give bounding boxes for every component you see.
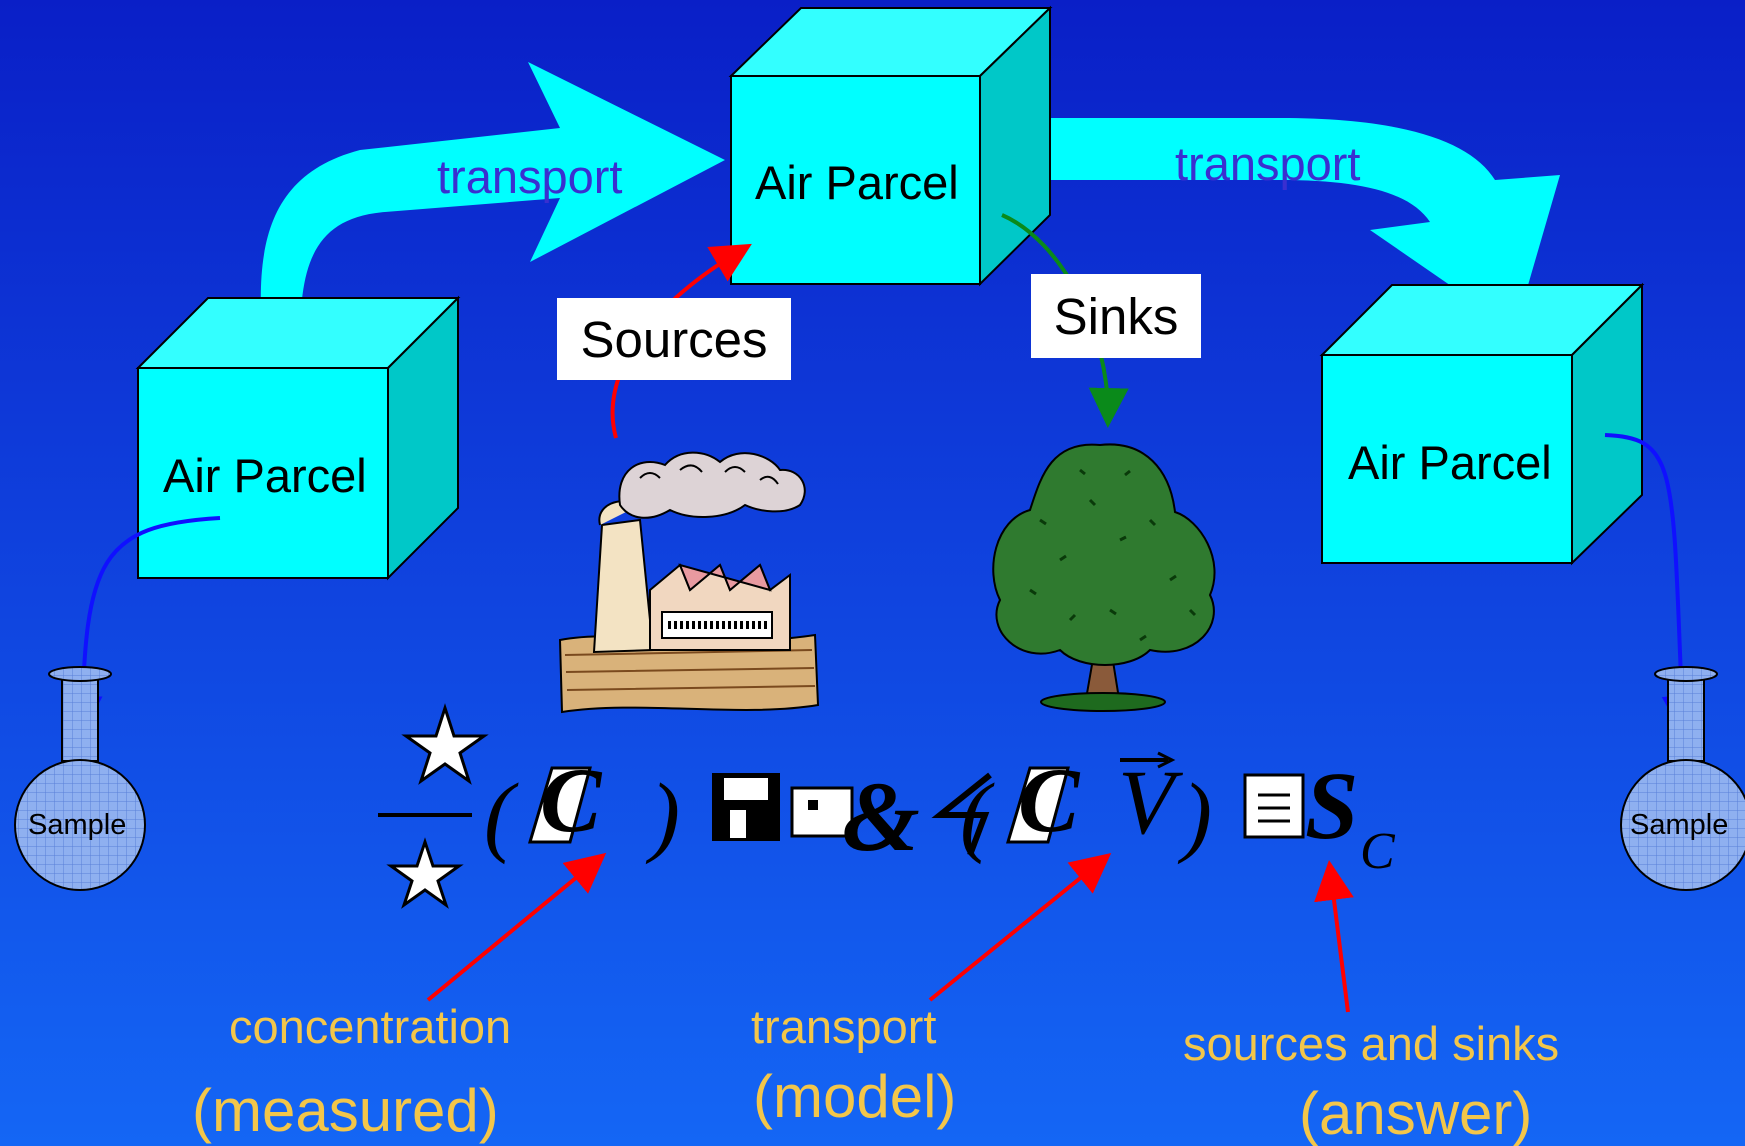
transport-model-arrow xyxy=(928,852,1112,1002)
star-icon xyxy=(386,837,464,909)
transport-label-left: transport xyxy=(437,150,623,203)
close-paren-2: ) xyxy=(1177,766,1212,865)
sample-line-right xyxy=(1604,433,1702,736)
transport-arrow-right xyxy=(1030,118,1560,330)
sample-label-right: Sample xyxy=(1630,809,1729,841)
air-parcel-left-label: Air Parcel xyxy=(163,449,367,502)
equation-source-symbol: S xyxy=(1305,752,1359,859)
air-parcel-center-label: Air Parcel xyxy=(755,156,959,209)
tree-icon xyxy=(992,443,1216,712)
equation-vector: V xyxy=(1118,751,1175,853)
annotation-model: (model) xyxy=(753,1063,957,1130)
floppy-icon xyxy=(712,773,780,841)
equals-icon xyxy=(1243,773,1305,839)
mailbox-icon xyxy=(790,786,854,838)
equation: ( ) & ( ) xyxy=(378,703,1305,909)
transport-label-right: transport xyxy=(1175,137,1361,190)
nabla-symbol: & xyxy=(842,761,920,872)
answer-arrow xyxy=(1314,860,1354,1013)
rho-box-2 xyxy=(1005,766,1070,844)
annotation-transport: transport xyxy=(751,1000,937,1053)
sample-label-left: Sample xyxy=(28,809,127,841)
sinks-box: Sinks xyxy=(1031,274,1201,358)
star-icon xyxy=(401,703,489,785)
flask-icon xyxy=(14,666,146,891)
air-parcel-center xyxy=(728,5,1053,287)
equation-var-lhs: C xyxy=(540,749,602,851)
annotation-measured: (measured) xyxy=(192,1077,499,1144)
close-paren-1: ) xyxy=(645,766,680,865)
flask-icon xyxy=(1620,666,1745,891)
open-paren-2: ( xyxy=(960,766,995,865)
rho-box-1 xyxy=(527,766,592,844)
open-paren-1: ( xyxy=(484,766,519,865)
concentration-arrow xyxy=(426,852,607,1002)
annotation-sources-sinks: sources and sinks xyxy=(1183,1017,1560,1070)
annotation-answer: (answer) xyxy=(1299,1080,1533,1146)
air-parcel-right-label: Air Parcel xyxy=(1348,436,1552,489)
annotation-concentration: concentration xyxy=(229,1000,512,1053)
dot-symbol xyxy=(931,772,992,857)
equation-var-rhs: C xyxy=(1018,749,1080,851)
transport-arrow-left xyxy=(260,62,725,345)
air-parcel-right xyxy=(1319,282,1645,566)
factory-icon xyxy=(558,451,820,714)
equation-source-subscript: C xyxy=(1360,823,1395,880)
air-parcel-left xyxy=(135,295,461,581)
sources-box: Sources xyxy=(557,298,791,380)
